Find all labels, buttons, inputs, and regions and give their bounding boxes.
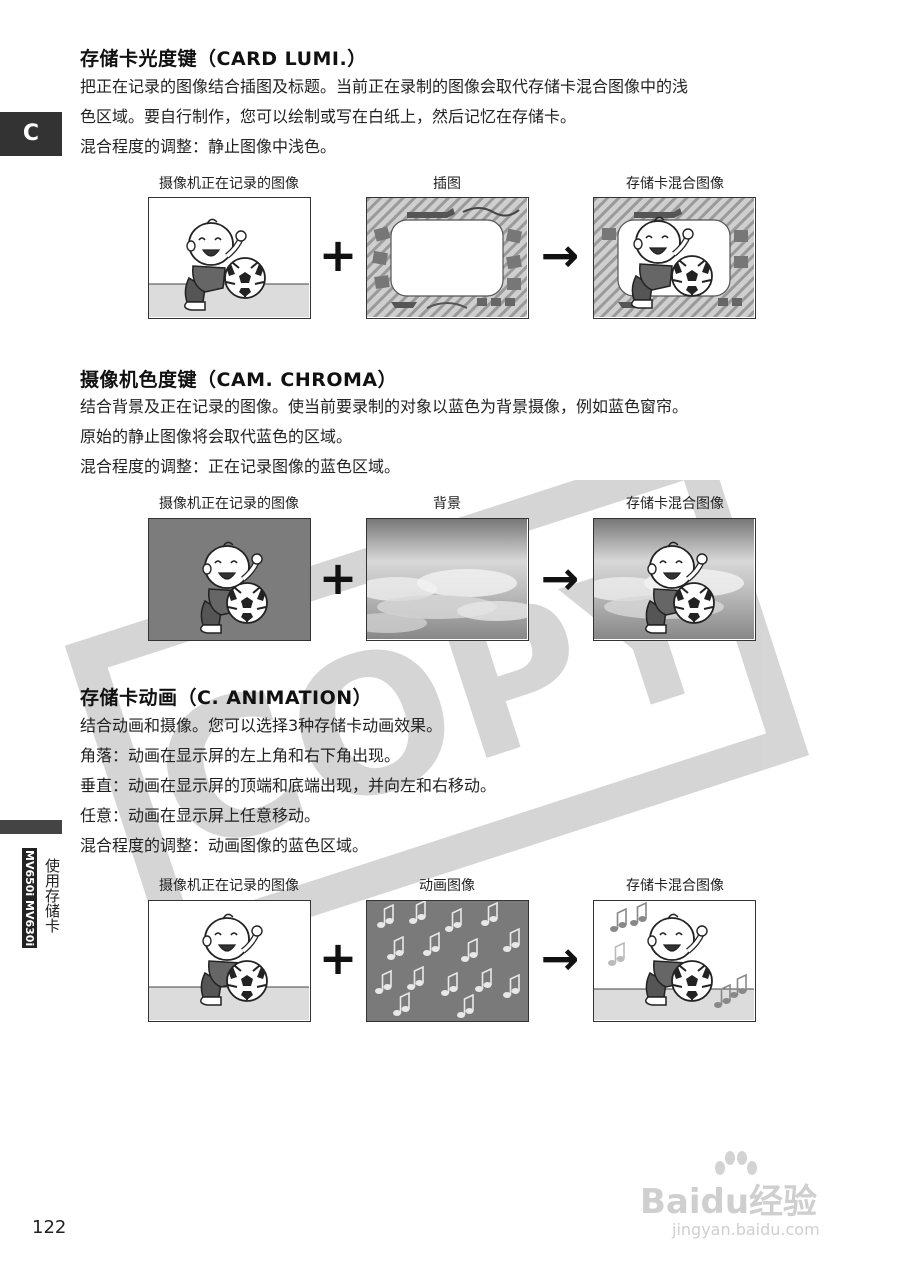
caption-illustration: 插图 xyxy=(433,176,461,192)
text-line: 任意：动画在显示屏上任意移动。 xyxy=(80,806,321,825)
text-line: 混合程度的调整：静止图像中浅色。 xyxy=(80,137,337,156)
model-label: MV650i MV630i xyxy=(22,848,37,949)
caption-mixed: 存储卡混合图像 xyxy=(626,496,724,512)
plus-operator: + xyxy=(318,551,358,605)
baidu-watermark: Baidu经验 jingyan.baidu.com xyxy=(640,1150,880,1250)
text-line: 结合动画和摄像。您可以选择3种存储卡动画效果。 xyxy=(80,716,443,735)
page-number: 122 xyxy=(32,1217,67,1238)
text-line: 角落：动画在显示屏的左上角和右下角出现。 xyxy=(80,746,401,765)
camera-image-panel xyxy=(148,197,311,319)
arrow-operator: → xyxy=(540,551,580,605)
text-line: 把正在记录的图像结合插图及标题。当前正在录制的图像会取代存储卡混合图像中的浅 xyxy=(80,77,689,96)
section-title-c-animation: 存储卡动画（C. ANIMATION） xyxy=(80,687,373,709)
arrow-operator: → xyxy=(540,931,580,985)
plus-operator: + xyxy=(318,931,358,985)
text-line: 垂直：动画在显示屏的顶端和底端出现，并向左和右移动。 xyxy=(80,776,497,795)
arrow-operator: → xyxy=(540,228,580,282)
caption-mixed: 存储卡混合图像 xyxy=(626,878,724,894)
animation-panel xyxy=(366,900,529,1022)
camera-image-panel xyxy=(148,518,311,641)
caption-camera: 摄像机正在记录的图像 xyxy=(159,878,299,894)
text-line: 原始的静止图像将会取代蓝色的区域。 xyxy=(80,427,353,446)
section-text-card-lumi: 把正在记录的图像结合插图及标题。当前正在录制的图像会取代存储卡混合图像中的浅 色… xyxy=(80,72,688,162)
mixed-image-panel xyxy=(593,900,756,1022)
chapter-letter: C xyxy=(22,121,40,146)
caption-animation: 动画图像 xyxy=(419,878,475,894)
text-line: 混合程度的调整：动画图像的蓝色区域。 xyxy=(80,836,369,855)
chapter-tab: C xyxy=(0,112,62,156)
caption-mixed: 存储卡混合图像 xyxy=(626,176,724,192)
baidu-url: jingyan.baidu.com xyxy=(672,1220,820,1239)
section-title-card-lumi: 存储卡光度键（CARD LUMI.） xyxy=(80,48,367,70)
soccer-ball xyxy=(224,257,266,299)
mixed-image-panel xyxy=(593,197,756,319)
section-label: 使用存储卡 xyxy=(43,858,61,933)
caption-background: 背景 xyxy=(433,496,461,512)
plus-operator: + xyxy=(318,228,358,282)
text-line: 混合程度的调整：正在记录图像的蓝色区域。 xyxy=(80,457,401,476)
section-title-cam-chroma: 摄像机色度键（CAM. CHROMA） xyxy=(80,369,398,391)
background-panel xyxy=(366,518,529,641)
camera-image-panel xyxy=(148,900,311,1022)
paw-icon xyxy=(715,1151,757,1175)
text-line: 结合背景及正在记录的图像。使当前要录制的对象以蓝色为背景摄像，例如蓝色窗帘。 xyxy=(80,397,689,416)
caption-camera: 摄像机正在记录的图像 xyxy=(159,496,299,512)
section-text-c-animation: 结合动画和摄像。您可以选择3种存储卡动画效果。 角落：动画在显示屏的左上角和右下… xyxy=(80,711,496,861)
section-text-cam-chroma: 结合背景及正在记录的图像。使当前要录制的对象以蓝色为背景摄像，例如蓝色窗帘。 原… xyxy=(80,392,688,482)
baidu-brand: Baidu经验 xyxy=(640,1182,818,1222)
side-bar xyxy=(0,820,62,834)
text-line: 色区域。要自行制作，您可以绘制或写在白纸上，然后记忆在存储卡。 xyxy=(80,107,577,126)
illustration-panel xyxy=(366,197,529,319)
mixed-image-panel xyxy=(593,518,756,641)
caption-camera: 摄像机正在记录的图像 xyxy=(159,176,299,192)
